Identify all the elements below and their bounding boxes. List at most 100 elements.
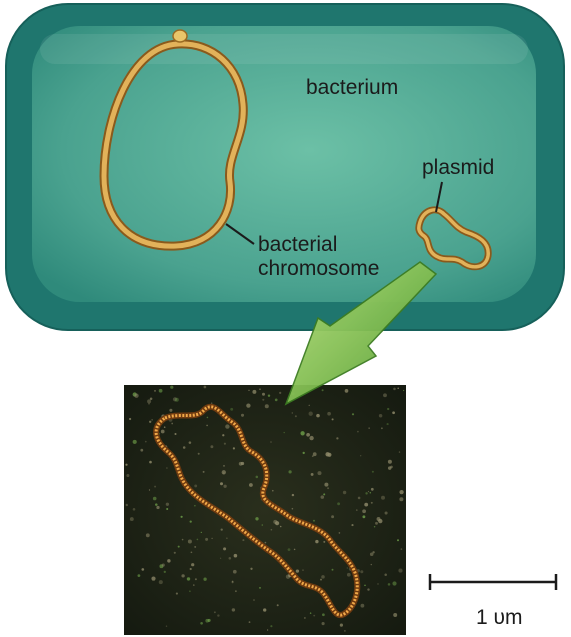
micrograph-speckle [230, 408, 233, 411]
micrograph-speckle [388, 583, 391, 586]
micrograph-speckle [277, 604, 279, 606]
micrograph-speckle [324, 483, 328, 487]
micrograph-speckle [256, 476, 259, 479]
micrograph-speckle [371, 488, 374, 491]
micrograph-speckle [220, 482, 223, 485]
micrograph-speckle [151, 419, 152, 420]
micrograph-speckle [201, 532, 202, 533]
micrograph-speckle [360, 455, 361, 456]
micrograph-speckle [183, 446, 186, 449]
micrograph-speckle [362, 515, 365, 518]
micrograph-speckle [189, 590, 191, 592]
micrograph-speckle [310, 612, 312, 614]
scale-bar-label: 1 υm [476, 606, 523, 630]
micrograph-speckle [262, 524, 264, 526]
micrograph-speckle [292, 494, 294, 496]
micrograph-speckle [294, 549, 296, 551]
micrograph-speckle [190, 568, 192, 570]
micrograph-speckle [270, 441, 272, 443]
micrograph-speckle [235, 590, 237, 592]
micrograph-speckle [309, 412, 313, 416]
micrograph-speckle [327, 412, 331, 416]
micrograph-speckle [159, 389, 163, 393]
micrograph-speckle [323, 541, 325, 543]
micrograph-speckle [166, 508, 168, 510]
micrograph-speckle [259, 587, 261, 589]
micrograph-speckle [234, 554, 238, 558]
micrograph-speckle [154, 390, 156, 392]
micrograph-speckle [174, 552, 176, 554]
micrograph-speckle [339, 532, 341, 534]
micrograph-speckle [200, 622, 203, 625]
micrograph-speckle [248, 390, 249, 391]
micrograph-speckle [358, 497, 361, 500]
chromosome-label-line1: bacterial [258, 233, 337, 257]
micrograph-speckle [223, 547, 226, 550]
micrograph-speckle [325, 452, 329, 456]
micrograph-speckle [304, 617, 305, 618]
micrograph-speckle [141, 568, 144, 571]
micrograph-speckle [150, 397, 153, 400]
micrograph-speckle [268, 394, 270, 396]
micrograph-speckle [170, 386, 173, 389]
micrograph-speckle [188, 539, 192, 543]
micrograph-speckle [207, 417, 209, 419]
micrograph-speckle [255, 517, 258, 520]
micrograph-speckle [296, 569, 299, 572]
micrograph-speckle [398, 569, 402, 573]
micrograph-speckle [176, 593, 178, 595]
micrograph-speckle [222, 470, 226, 474]
micrograph-speckle [315, 540, 318, 543]
micrograph-speckle [309, 405, 310, 406]
plasmid-label: plasmid [422, 156, 494, 180]
micrograph-speckle [379, 414, 382, 417]
micrograph-speckle [126, 504, 128, 506]
micrograph-speckle [193, 584, 195, 586]
micrograph-speckle [262, 399, 264, 401]
micrograph-speckle [316, 414, 320, 418]
micrograph-speckle [181, 574, 184, 577]
micrograph-speckle [344, 630, 346, 632]
micrograph-speckle [130, 517, 134, 521]
micrograph-speckle [229, 557, 232, 560]
micrograph-speckle [138, 574, 141, 577]
micrograph-speckle [167, 559, 170, 562]
micrograph-speckle [149, 421, 151, 423]
micrograph-speckle [133, 508, 136, 511]
micrograph-speckle [323, 493, 325, 495]
micrograph-speckle [388, 460, 392, 464]
micrograph-speckle [175, 398, 179, 402]
micrograph-speckle [270, 625, 272, 627]
micrograph-speckle [205, 619, 209, 623]
micrograph-speckle [134, 394, 138, 398]
micrograph-speckle [174, 433, 176, 435]
micrograph-speckle [295, 415, 297, 417]
micrograph-speckle [309, 436, 313, 440]
micrograph-speckle [194, 484, 197, 487]
micrograph-speckle [345, 389, 349, 393]
micrograph-speckle [343, 491, 346, 494]
micrograph-speckle [300, 431, 304, 435]
cell-highlight [40, 34, 528, 64]
micrograph-speckle [387, 423, 389, 425]
micrograph-speckle [198, 453, 200, 455]
micrograph-speckle [393, 613, 397, 617]
micrograph-speckle [241, 414, 244, 417]
micrograph-speckle [357, 431, 359, 433]
micrograph-speckle [182, 539, 184, 541]
micrograph-speckle [249, 483, 253, 487]
micrograph-speckle [194, 505, 195, 506]
micrograph-speckle [371, 564, 372, 565]
micrograph-speckle [147, 399, 151, 403]
micrograph-speckle [364, 585, 365, 586]
micrograph-speckle [375, 522, 378, 525]
micrograph-speckle [267, 629, 268, 630]
micrograph-speckle [362, 509, 366, 513]
micrograph-speckle [149, 489, 150, 490]
micrograph-speckle [369, 428, 370, 429]
micrograph-speckle [133, 440, 137, 444]
micrograph-speckle [223, 485, 226, 488]
micrograph-speckle [232, 608, 235, 611]
micrograph-speckle [262, 393, 265, 396]
micrograph-speckle [253, 599, 255, 601]
